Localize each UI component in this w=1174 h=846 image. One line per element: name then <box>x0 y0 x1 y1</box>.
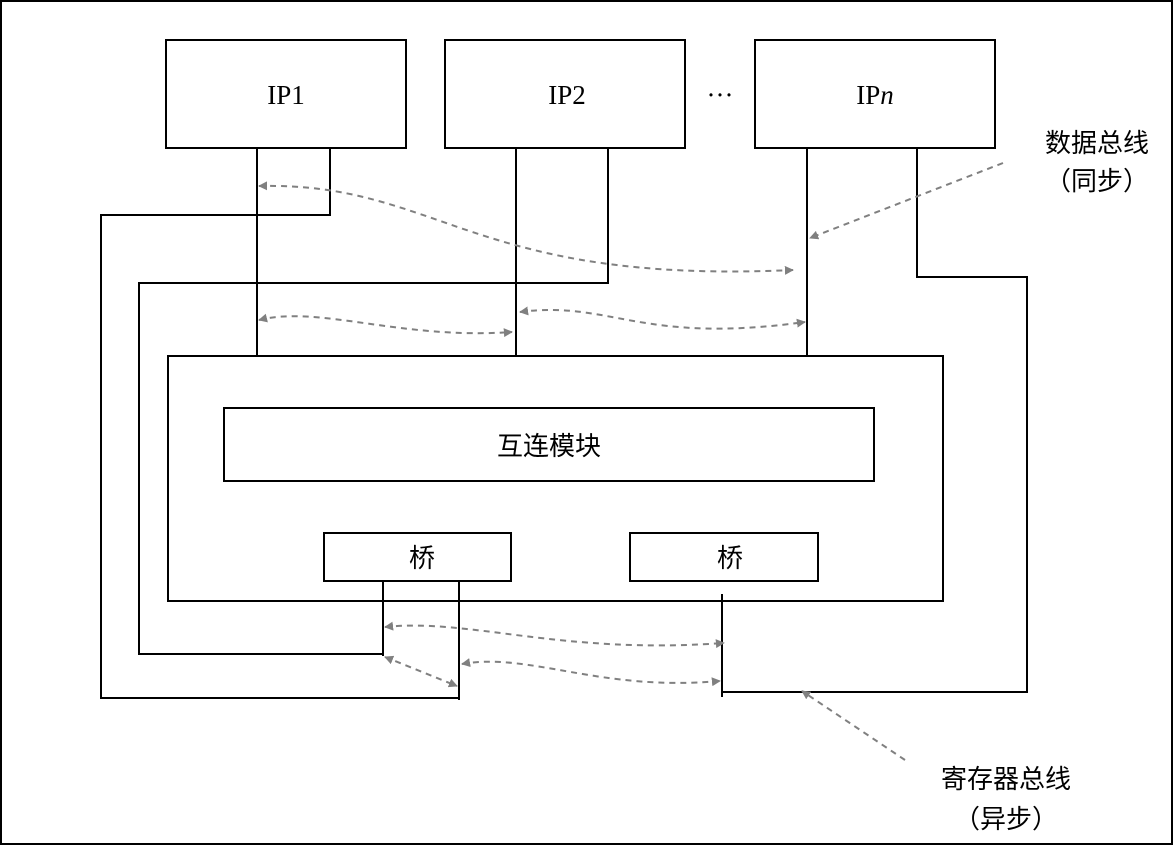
register-bus-flow-arrow-upper <box>384 621 725 649</box>
interconnect-label: 互连模块 <box>497 432 601 462</box>
register-bus-label: 寄存器总线 <box>941 765 1071 795</box>
data-bus-label: 数据总线 <box>1045 129 1149 159</box>
bridge-right: 桥 <box>629 532 819 582</box>
data-bus-annotation: 数据总线 （同步） <box>1045 129 1149 197</box>
ip-block-1-label: IP1 <box>267 80 305 110</box>
register-bus-flow-arrow-short <box>384 655 458 688</box>
register-bus-flow-arrow-lower <box>461 658 721 687</box>
ip-block-2: IP2 <box>444 39 686 149</box>
data-bus-flow-arrow-left <box>258 313 513 338</box>
data-bus-flow-arrow-right <box>519 306 806 330</box>
ip-block-n: IPn <box>754 39 996 149</box>
data-bus-flow-arrow-top <box>258 181 794 275</box>
data-bus-sync-label: （同步） <box>1045 167 1149 197</box>
register-bus-callout-arrow <box>801 690 906 761</box>
interconnect-module: 互连模块 <box>223 407 875 482</box>
bridge-left-label: 桥 <box>409 544 435 574</box>
ip-block-n-label: IPn <box>856 80 894 110</box>
register-bus-wire-ipn <box>722 148 1028 693</box>
ip-block-1: IP1 <box>165 39 407 149</box>
bridge-right-label: 桥 <box>717 544 743 574</box>
register-bus-async-label: （异步） <box>954 805 1058 835</box>
bridge-left: 桥 <box>323 532 512 582</box>
ip-block-2-label: IP2 <box>548 80 586 110</box>
register-bus-annotation: 寄存器总线 （异步） <box>941 765 1071 835</box>
ip-block-n-prefix: IP <box>856 80 880 110</box>
data-bus-callout-arrow <box>809 162 1004 240</box>
ip-block-n-suffix: n <box>880 80 894 110</box>
ip-ellipsis: ··· <box>707 80 734 110</box>
